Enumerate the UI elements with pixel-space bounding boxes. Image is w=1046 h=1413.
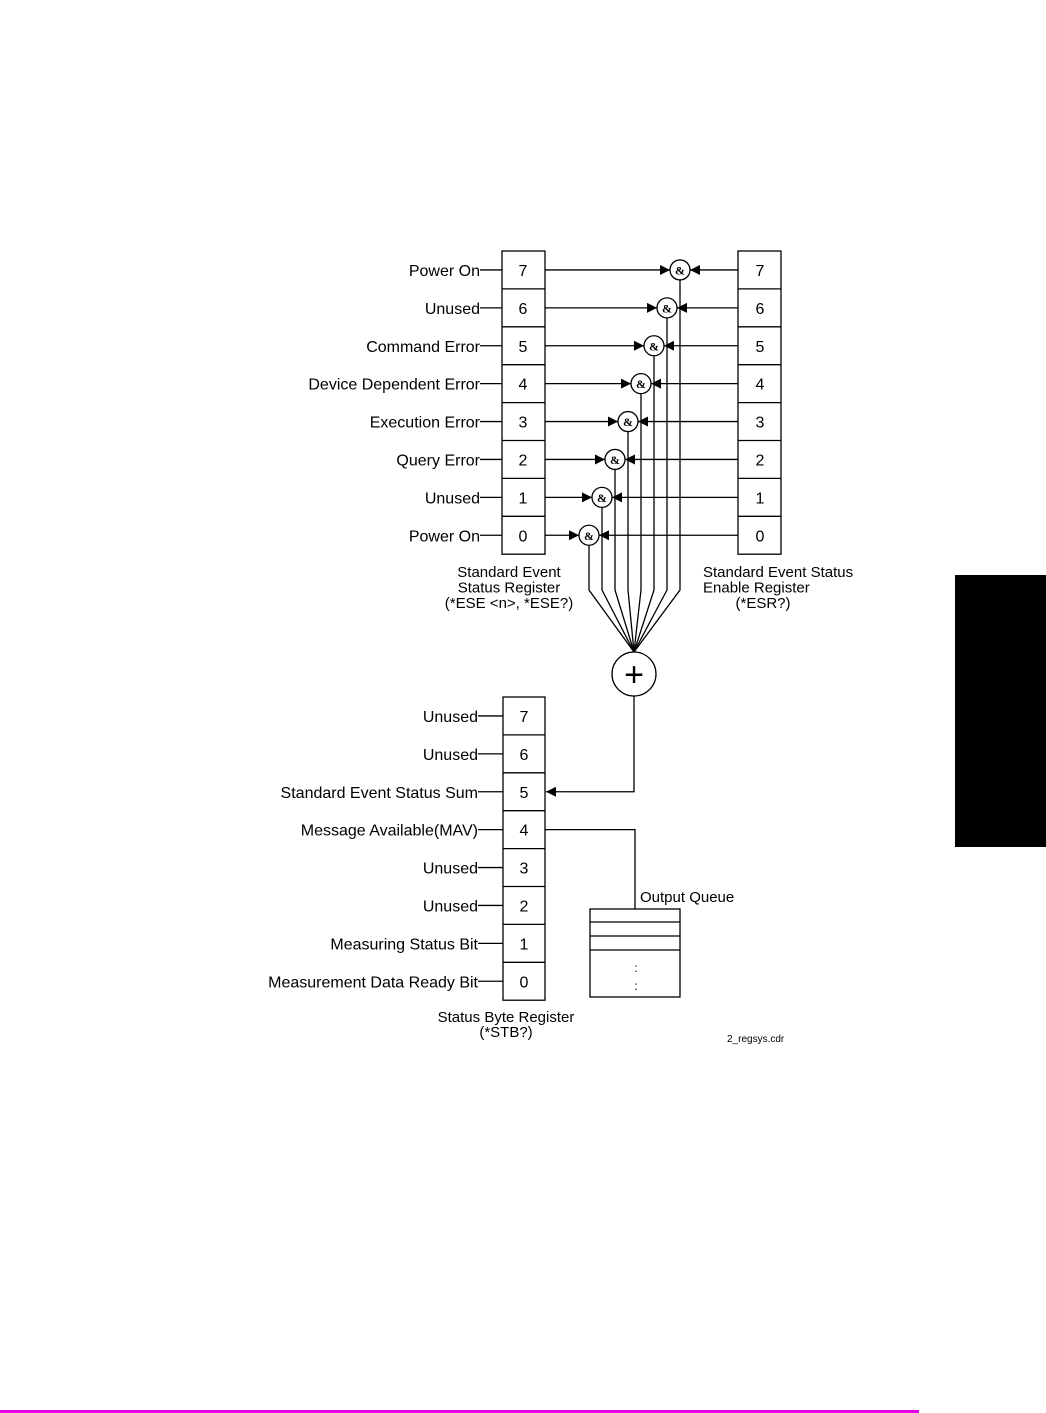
ese-bit-label: Unused [425, 490, 480, 507]
ese-bit-label: Query Error [396, 452, 480, 469]
and-gates: & & & & & & & & [578, 259, 691, 546]
enable-register-caption: Enable Register [703, 580, 810, 597]
standard-event-status-enable-register: 7 6 5 4 3 2 1 0 [737, 250, 782, 555]
stb-bit-label: Unused [423, 709, 478, 726]
and-gate-3 [617, 410, 639, 433]
enable-bit-5: 5 [756, 339, 765, 356]
and-gate-2 [604, 448, 626, 471]
ese-register-caption: Status Register [458, 580, 561, 597]
stb-bit-6: 6 [520, 747, 529, 764]
stb-bit-1: 1 [520, 936, 529, 953]
stb-bit-label: Standard Event Status Sum [281, 785, 478, 802]
and-gate-symbol: & [649, 339, 659, 353]
output-queue-box [589, 908, 681, 998]
stb-bit-label: Unused [423, 898, 478, 915]
and-gate-symbol: & [636, 377, 646, 391]
stb-bit-2: 2 [520, 898, 529, 915]
queue-ellipsis: : [634, 961, 637, 975]
mav-to-queue-wire [545, 829, 636, 909]
wires [545, 264, 738, 909]
enable-bit-1: 1 [756, 490, 765, 507]
ese-bit-label: Device Dependent Error [308, 377, 480, 394]
and-gate-symbol: & [584, 529, 594, 543]
ese-bit-label: Command Error [366, 339, 480, 356]
and-gate-symbol: & [610, 453, 620, 467]
ese-bit-3: 3 [519, 415, 528, 432]
and-gate-0 [578, 524, 600, 546]
gate-output-wire [633, 355, 655, 653]
and-gate-symbol: & [597, 491, 607, 505]
stb-bit-4: 4 [520, 823, 529, 840]
enable-bit-6: 6 [756, 301, 765, 318]
status-byte-register-caption: Status Byte Register [438, 1009, 575, 1026]
and-gate-symbol: & [675, 263, 685, 277]
ese-register-caption: Standard Event [457, 564, 561, 581]
stb-bit-label: Unused [423, 747, 478, 764]
stb-bit-label: Measuring Status Bit [330, 936, 478, 953]
stb-bit-3: 3 [520, 861, 529, 878]
enable-bit-2: 2 [756, 452, 765, 469]
and-gate-4 [630, 372, 652, 395]
enable-bit-0: 0 [756, 528, 765, 545]
ese-bit-label: Execution Error [370, 415, 481, 432]
gate-output-wire [633, 393, 642, 653]
ese-bit-2: 2 [519, 452, 528, 469]
enable-bit-3: 3 [756, 415, 765, 432]
ese-bit-label: Power On [409, 263, 480, 280]
enable-register-caption: (*ESR?) [735, 595, 790, 612]
gate-output-wire [614, 469, 635, 653]
enable-bit-4: 4 [756, 377, 765, 394]
or-gate-symbol: + [624, 656, 644, 694]
stb-bit-7: 7 [520, 709, 529, 726]
stb-bit-label: Measurement Data Ready Bit [268, 974, 478, 991]
enable-bit-7: 7 [756, 263, 765, 280]
ese-register-caption: (*ESE <n>, *ESE?) [445, 595, 573, 612]
queue-ellipsis: : [634, 979, 637, 993]
output-queue-label: Output Queue [640, 889, 734, 906]
stb-bit-5: 5 [520, 785, 529, 802]
status-byte-register-caption: (*STB?) [479, 1024, 532, 1041]
or-gate: + [611, 651, 657, 697]
output-queue: Output Queue:: [589, 889, 734, 998]
gate-output-wire [633, 317, 668, 653]
ese-bit-0: 0 [519, 528, 528, 545]
footer-rule [0, 1410, 919, 1413]
file-name-label: 2_regsys.cdr [727, 1034, 785, 1045]
chapter-side-tab [955, 575, 1046, 847]
ese-bit-4: 4 [519, 377, 528, 394]
ese-bit-7: 7 [519, 263, 528, 280]
stb-bit-label: Unused [423, 861, 478, 878]
ese-bit-1: 1 [519, 490, 528, 507]
stb-bit-0: 0 [520, 974, 529, 991]
and-gate-1 [591, 486, 613, 509]
enable-register-caption: Standard Event Status [703, 564, 853, 581]
ese-bit-5: 5 [519, 339, 528, 356]
gate-output-wire [627, 431, 635, 653]
or-gate-circle [611, 651, 657, 697]
ese-bit-label: Unused [425, 301, 480, 318]
and-gate-6 [656, 297, 678, 319]
stb-bit-label: Message Available(MAV) [301, 823, 478, 840]
and-gate-symbol: & [623, 415, 633, 429]
ese-bit-label: Power On [409, 528, 480, 545]
and-gate-symbol: & [662, 301, 672, 315]
and-gate-5 [643, 335, 665, 357]
and-gate-7 [669, 259, 691, 281]
ese-bit-6: 6 [519, 301, 528, 318]
gate-output-wire [588, 545, 635, 653]
or-to-stb-wire [565, 696, 635, 793]
